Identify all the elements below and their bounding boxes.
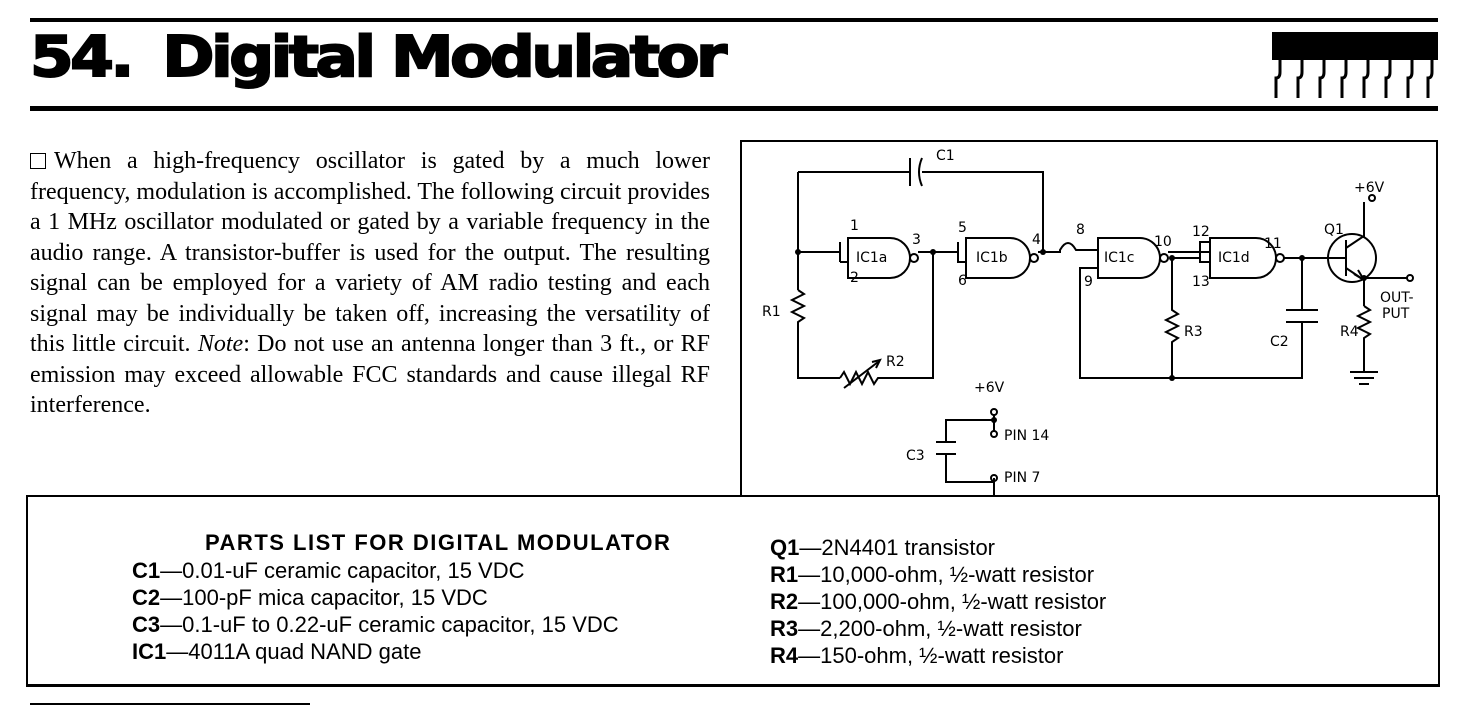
label-ic1a: IC1a: [856, 250, 887, 266]
label-ic1d: IC1d: [1218, 250, 1250, 266]
part-item: IC1—4011A quad NAND gate: [132, 639, 422, 664]
label-c3: C3: [906, 448, 925, 464]
label-c1: C1: [936, 148, 955, 164]
parts-list-right: Q1—2N4401 transistor R1—10,000-ohm, ½-wa…: [770, 534, 1106, 669]
label-pin-4: 4: [1032, 232, 1041, 248]
label-output-1: OUT-: [1380, 290, 1414, 306]
label-pin-10: 10: [1154, 234, 1172, 250]
label-pin-8: 8: [1076, 222, 1085, 238]
footer-rule: [30, 703, 310, 705]
note-label: Note: [197, 331, 244, 357]
label-q1: Q1: [1324, 222, 1344, 238]
label-pin-1: 1: [850, 218, 859, 234]
label-pin-5: 5: [958, 220, 967, 236]
part-item: C2—100-pF mica capacitor, 15 VDC: [132, 585, 488, 610]
label-vcc-bottom: +6V: [974, 380, 1005, 396]
part-item: R2—100,000-ohm, ½-watt resistor: [770, 589, 1107, 614]
label-r4: R4: [1340, 324, 1359, 340]
circuit-schematic: C1 1 2 IC1a 3 5 6 IC1b 4 8 9 IC1c 10 12 …: [762, 148, 1414, 497]
parts-list-heading: PARTS LIST FOR DIGITAL MODULATOR: [205, 530, 672, 555]
part-item: R4—150-ohm, ½-watt resistor: [770, 643, 1064, 668]
label-pin-2: 2: [850, 270, 859, 286]
description-paragraph: When a high-frequency oscillator is gate…: [30, 146, 710, 421]
label-r3: R3: [1184, 324, 1203, 340]
label-ic1c: IC1c: [1104, 250, 1135, 266]
part-item: C3—0.1-uF to 0.22-uF ceramic capacitor, …: [132, 612, 619, 637]
part-item: C1—0.01-uF ceramic capacitor, 15 VDC: [132, 558, 525, 583]
label-pin-12: 12: [1192, 224, 1210, 240]
checkbox-bullet-icon: [30, 153, 46, 169]
label-r1: R1: [762, 304, 781, 320]
label-pin-3: 3: [912, 232, 921, 248]
schematic-frame: [740, 140, 1438, 497]
part-item: Q1—2N4401 transistor: [770, 535, 996, 560]
label-pin-13: 13: [1192, 274, 1210, 290]
label-pin-11: 11: [1264, 236, 1282, 252]
label-pin-14: PIN 14: [1004, 428, 1049, 444]
page-title: 54.Digital Modulator: [29, 29, 728, 87]
label-vcc-top: +6V: [1354, 180, 1385, 196]
description-text: When a high-frequency oscillator is gate…: [30, 148, 710, 357]
label-c2: C2: [1270, 334, 1289, 350]
label-pin-6: 6: [958, 273, 967, 289]
note-text: : Do not use an antenna longer than 3 ft…: [30, 331, 711, 418]
header-top-rule: [30, 18, 1438, 22]
ic-chip-icon: [1272, 32, 1438, 98]
project-number: 54.: [29, 25, 136, 90]
label-r2: R2: [886, 354, 905, 370]
label-ic1b: IC1b: [976, 250, 1008, 266]
part-item: R3—2,200-ohm, ½-watt resistor: [770, 616, 1082, 641]
project-title: Digital Modulator: [161, 25, 728, 90]
label-output-2: PUT: [1382, 306, 1410, 322]
label-pin-7: PIN 7: [1004, 470, 1040, 486]
label-pin-9: 9: [1084, 274, 1093, 290]
header-bottom-rule: [30, 106, 1438, 111]
part-item: R1—10,000-ohm, ½-watt resistor: [770, 562, 1095, 587]
parts-list-frame: [26, 495, 1440, 687]
parts-list-left: C1—0.01-uF ceramic capacitor, 15 VDC C2—…: [132, 557, 619, 665]
